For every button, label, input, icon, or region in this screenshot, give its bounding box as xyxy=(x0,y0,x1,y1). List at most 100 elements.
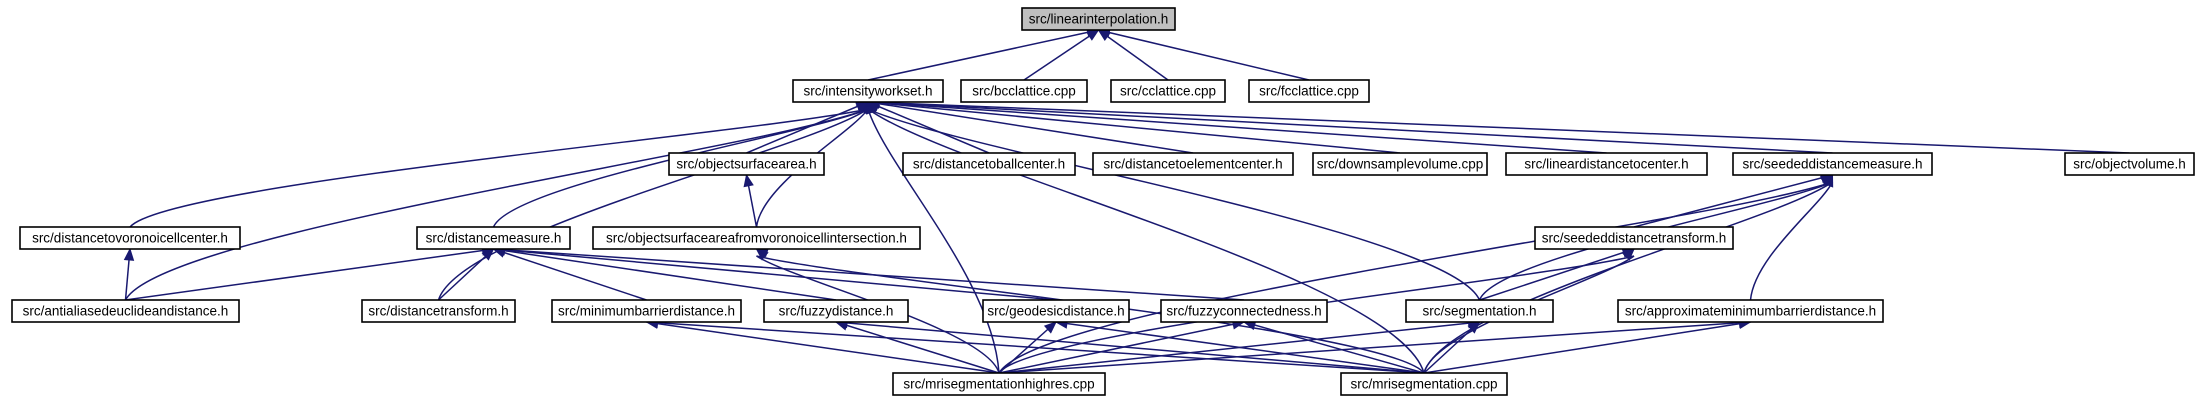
node-label: src/intensityworkset.h xyxy=(803,84,932,99)
node-box xyxy=(960,79,1088,103)
node-gd[interactable]: src/geodesicdistance.h xyxy=(982,299,1130,323)
node-dtec[interactable]: src/distancetoelementcenter.h xyxy=(1092,152,1294,176)
edge-sdm-mrishr xyxy=(998,174,1834,374)
node-label: src/fuzzyconnectedness.h xyxy=(1166,304,1321,319)
edge-iws-ov xyxy=(866,97,2130,154)
node-box xyxy=(1534,226,1734,250)
edge-line xyxy=(835,321,1425,374)
edge-linint-fcc xyxy=(1097,27,1310,81)
node-label: src/distancetoelementcenter.h xyxy=(1103,157,1282,172)
node-osavi[interactable]: src/objectsurfaceareafromvoronoicellinte… xyxy=(592,226,921,250)
node-box xyxy=(1160,299,1328,323)
node-box xyxy=(2064,152,2195,176)
edge-dm-aaed xyxy=(125,245,495,301)
node-box xyxy=(982,299,1130,323)
edge-line xyxy=(124,108,869,301)
node-seg[interactable]: src/segmentation.h xyxy=(1405,299,1554,323)
edge-linint-bcc xyxy=(1023,29,1100,81)
node-label: src/antialiasedeuclideandistance.h xyxy=(23,304,229,319)
node-osa[interactable]: src/objectsurfacearea.h xyxy=(668,152,825,176)
node-label: src/cclattice.cpp xyxy=(1120,84,1216,99)
edge-iws-aaed xyxy=(124,101,870,301)
edge-line xyxy=(998,321,1057,374)
edge-iws-dt xyxy=(437,101,870,301)
node-label: src/distancetransform.h xyxy=(368,304,508,319)
edge-line xyxy=(437,108,869,301)
node-label: src/segmentation.h xyxy=(1422,304,1536,319)
edge-line xyxy=(493,248,647,301)
node-fd[interactable]: src/fuzzydistance.h xyxy=(763,299,909,323)
node-box xyxy=(551,299,742,323)
edge-arrowhead xyxy=(855,101,870,114)
node-label: src/distancetoballcenter.h xyxy=(913,157,1065,172)
edge-dm-dt xyxy=(437,248,495,301)
edge-arrowhead xyxy=(1622,248,1635,261)
edge-line xyxy=(867,101,1401,154)
node-dsv[interactable]: src/downsamplevolume.cpp xyxy=(1312,152,1488,176)
node-ambd[interactable]: src/approximateminimumbarrierdistance.h xyxy=(1617,299,1884,323)
edge-line xyxy=(867,101,990,154)
edge-line xyxy=(867,101,2130,154)
node-box xyxy=(592,226,921,250)
edge-line xyxy=(1023,29,1099,81)
edge-arrowhead xyxy=(481,248,495,261)
edge-gd-mrishr xyxy=(998,321,1057,374)
node-label: src/approximateminimumbarrierdistance.h xyxy=(1625,304,1876,319)
node-label: src/distancetovoronoicellcenter.h xyxy=(32,231,228,246)
node-fcc[interactable]: src/fcclattice.cpp xyxy=(1248,79,1370,103)
node-fc[interactable]: src/fuzzyconnectedness.h xyxy=(1160,299,1328,323)
edge-arrowhead xyxy=(1820,174,1834,187)
node-box xyxy=(892,372,1106,396)
node-label: src/mrisegmentation.cpp xyxy=(1350,377,1497,392)
edge-line xyxy=(1243,321,1425,374)
edge-arrowhead xyxy=(866,101,881,114)
node-dtbc[interactable]: src/distancetoballcenter.h xyxy=(902,152,1076,176)
edge-arrowhead xyxy=(1086,29,1100,41)
node-mrishr[interactable]: src/mrisegmentationhighres.cpp xyxy=(892,372,1106,396)
node-aaed[interactable]: src/antialiasedeuclideandistance.h xyxy=(11,299,240,323)
node-box xyxy=(416,226,571,250)
node-box xyxy=(1312,152,1488,176)
edge-seg-mris xyxy=(1423,321,1481,374)
node-label: src/seededdistancemeasure.h xyxy=(1742,157,1922,172)
edge-line xyxy=(867,29,1099,81)
edge-dm-gd xyxy=(492,244,1057,301)
edge-line xyxy=(129,108,869,228)
node-box xyxy=(902,152,1076,176)
edge-line xyxy=(867,101,1194,154)
node-box xyxy=(1248,79,1370,103)
node-box xyxy=(1732,152,1933,176)
node-sdm[interactable]: src/seededdistancemeasure.h xyxy=(1732,152,1933,176)
node-box xyxy=(361,299,516,323)
node-box xyxy=(1092,152,1294,176)
node-mris[interactable]: src/mrisegmentation.cpp xyxy=(1340,372,1508,396)
edge-line xyxy=(1423,321,1481,374)
node-cc[interactable]: src/cclattice.cpp xyxy=(1110,79,1226,103)
node-ov[interactable]: src/objectvolume.h xyxy=(2064,152,2195,176)
node-linint[interactable]: src/linearinterpolation.h xyxy=(1021,7,1176,31)
node-dtvc[interactable]: src/distancetovoronoicellcenter.h xyxy=(19,226,241,250)
node-mbd[interactable]: src/minimumbarrierdistance.h xyxy=(551,299,742,323)
edge-sdm-mris xyxy=(1423,174,1834,374)
edge-line xyxy=(1423,181,1833,374)
edge-line xyxy=(492,108,869,228)
node-label: src/linearinterpolation.h xyxy=(1029,12,1169,27)
node-dt[interactable]: src/distancetransform.h xyxy=(361,299,516,323)
node-bcc[interactable]: src/bcclattice.cpp xyxy=(960,79,1088,103)
node-label: src/lineardistancetocenter.h xyxy=(1524,157,1688,172)
node-sdt[interactable]: src/seededdistancetransform.h xyxy=(1534,226,1734,250)
edge-line xyxy=(1098,29,1310,81)
node-label: src/downsamplevolume.cpp xyxy=(1317,157,1484,172)
edge-line xyxy=(998,321,1480,374)
edge-line xyxy=(998,181,1833,374)
node-ldtc[interactable]: src/lineardistancetocenter.h xyxy=(1505,152,1708,176)
edge-line xyxy=(998,321,1245,374)
node-label: src/objectsurfaceareafromvoronoicellinte… xyxy=(606,231,907,246)
node-dm[interactable]: src/distancemeasure.h xyxy=(416,226,571,250)
node-box xyxy=(1110,79,1226,103)
node-label: src/geodesicdistance.h xyxy=(987,304,1124,319)
node-label: src/bcclattice.cpp xyxy=(972,84,1076,99)
node-iws[interactable]: src/intensityworkset.h xyxy=(792,79,944,103)
node-label: src/seededdistancetransform.h xyxy=(1542,231,1727,246)
node-box xyxy=(1617,299,1884,323)
